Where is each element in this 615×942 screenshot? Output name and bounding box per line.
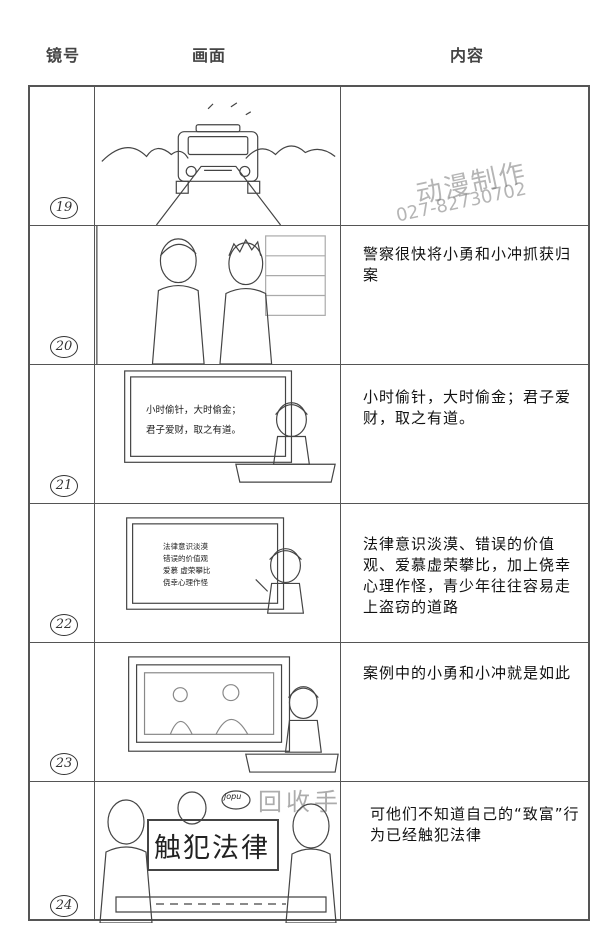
blackboard-text: 小时偷针，大时偷金； 君子爱财，取之有道。 bbox=[146, 401, 274, 441]
shot-description: 案例中的小勇和小冲就是如此 bbox=[363, 664, 572, 682]
blackboard-line: 爱慕 虚荣攀比 bbox=[163, 566, 211, 575]
storyboard-row: 23 案例中的小勇和小冲就是如此 bbox=[30, 643, 588, 782]
storyboard-row: 19 bbox=[30, 87, 588, 226]
storyboard-row: 小时偷针，大时偷金； 君子爱财，取之有道。 21 小时偷针，大时偷金；君子爱财，… bbox=[30, 365, 588, 504]
shot-number: 24 bbox=[50, 895, 78, 917]
panel-two-boys bbox=[96, 226, 339, 364]
shot-description: 法律意识淡漠、错误的价值观、爱慕虚荣攀比，加上侥幸心理作怪，青少年往往容易走上盗… bbox=[363, 535, 572, 616]
shot-number: 23 bbox=[50, 753, 78, 775]
blackboard-line: 错误的价值观 bbox=[163, 554, 208, 563]
panel-crowd-sign bbox=[96, 782, 339, 923]
speech-bubble-text: jopu bbox=[224, 792, 242, 801]
shot-description: 可他们不知道自己的“致富”行为已经触犯法律 bbox=[370, 805, 580, 844]
blackboard-text: 法律意识淡漠 错误的价值观 爱慕 虚荣攀比 侥幸心理作怪 bbox=[163, 541, 253, 589]
column-header-content: 内容 bbox=[450, 46, 485, 65]
shot-description: 警察很快将小勇和小冲抓获归案 bbox=[363, 245, 572, 284]
shot-description: 小时偷针，大时偷金；君子爱财，取之有道。 bbox=[363, 388, 572, 427]
storyboard-table: 19 20 警察很快将小勇和小冲抓获归案 bbox=[28, 85, 590, 923]
panel-teacher-board bbox=[96, 365, 339, 503]
blackboard-line: 君子爱财，取之有道。 bbox=[146, 425, 242, 436]
panel-case-screen bbox=[96, 643, 339, 781]
column-header-picture: 画面 bbox=[192, 46, 227, 65]
shot-number: 21 bbox=[50, 475, 78, 497]
blackboard-line: 侥幸心理作怪 bbox=[163, 578, 208, 587]
panel-police-car bbox=[96, 87, 339, 225]
panel-teacher-pointing bbox=[96, 504, 339, 642]
sign-text: 触犯法律 bbox=[154, 833, 270, 864]
storyboard-row: 触犯法律 jopu 24 可他们不知道自己的“致富”行为已经触犯法律 bbox=[30, 782, 588, 923]
storyboard-row: 20 警察很快将小勇和小冲抓获归案 bbox=[30, 226, 588, 365]
column-header-shot: 镜号 bbox=[46, 46, 81, 65]
shot-number: 19 bbox=[50, 197, 78, 219]
storyboard-row: 法律意识淡漠 错误的价值观 爱慕 虚荣攀比 侥幸心理作怪 22 法律意识淡漠、错… bbox=[30, 504, 588, 643]
blackboard-line: 法律意识淡漠 bbox=[163, 542, 208, 551]
shot-number: 22 bbox=[50, 614, 78, 636]
shot-number: 20 bbox=[50, 336, 78, 358]
blackboard-line: 小时偷针，大时偷金； bbox=[146, 405, 242, 416]
